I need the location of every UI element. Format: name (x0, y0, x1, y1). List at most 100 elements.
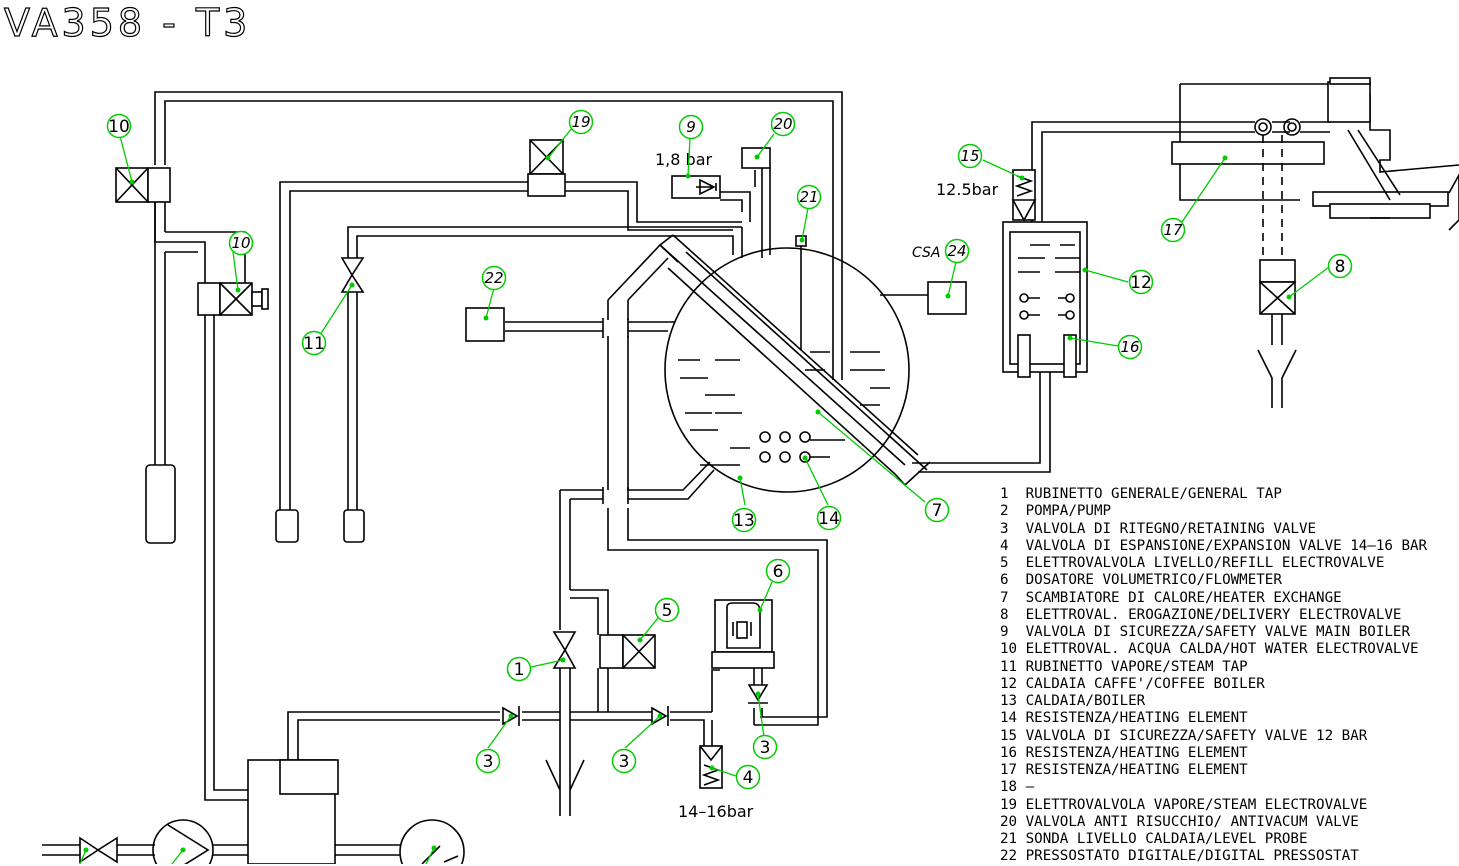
svg-text:8: 8 (1335, 257, 1346, 277)
svg-text:3: 3 (483, 752, 494, 772)
svg-text:5: 5 (662, 601, 673, 621)
legend-item: 19 ELETTROVALVOLA VAPORE/STEAM ELECTROVA… (1000, 796, 1368, 813)
legend-item: 21 SONDA LIVELLO CALDAIA/LEVEL PROBE (1000, 831, 1308, 847)
svg-text:16: 16 (1120, 338, 1139, 356)
badge-1: 1 (506, 656, 532, 682)
legend-item: 22 PRESSOSTATO DIGITALE/DIGITAL PRESSOST… (1000, 848, 1359, 865)
badge-13: 13 (731, 507, 757, 533)
svg-text:17: 17 (1163, 221, 1183, 239)
svg-text:1: 1 (514, 660, 525, 680)
coffee-boiler (1002, 221, 1088, 378)
legend-item: 11 RUBINETTO VAPORE/STEAM TAP (1000, 658, 1248, 675)
legend-item: 4 VALVOLA DI ESPANSIONE/EXPANSION VALVE … (1000, 537, 1428, 554)
svg-text:22: 22 (484, 269, 503, 287)
flowmeter (711, 599, 775, 669)
refill-electrovalve (599, 634, 656, 669)
legend-item: 12 CALDAIA CAFFE'/COFFEE BOILER (1000, 675, 1265, 692)
safety-valve-main-boiler (671, 175, 721, 199)
group-head (1171, 77, 1459, 260)
svg-text:13: 13 (733, 511, 755, 531)
safety-valve-coffee (1011, 169, 1037, 222)
badge-7: 7 (924, 497, 950, 523)
legend-item: 3 VALVOLA DI RITEGNO/RETAINING VALVE (1000, 520, 1317, 537)
svg-text:11: 11 (303, 334, 325, 354)
legend-item: 18 – (1000, 779, 1035, 796)
heat-exchanger (659, 234, 931, 487)
legend-item: 14 RESISTENZA/HEATING ELEMENT (1000, 710, 1248, 727)
steam-electrovalve (527, 139, 566, 197)
svg-text:24: 24 (947, 242, 966, 260)
csa-box (927, 281, 967, 315)
badge-15: 15 (957, 143, 983, 169)
legend-item: 17 RESISTENZA/HEATING ELEMENT (1000, 762, 1248, 778)
badge-3-left: 3 (475, 748, 501, 774)
legend-item: 6 DOSATORE VOLUMETRICO/FLOWMETER (1000, 572, 1282, 589)
badge-22: 22 (481, 265, 507, 291)
legend-item: 16 RESISTENZA/HEATING ELEMENT (1000, 744, 1248, 761)
pump-group (79, 759, 465, 864)
svg-text:12: 12 (1130, 273, 1152, 293)
badge-24: 24 (944, 238, 970, 264)
legend-item: 8 ELETTROVAL. EROGAZIONE/DELIVERY ELECTR… (1000, 606, 1402, 623)
safety-valve-pressure-label: 1,8 bar (655, 150, 712, 169)
badge-9: 9 (678, 114, 704, 140)
leader-lines (79, 127, 1330, 864)
badge-12: 12 (1128, 269, 1154, 295)
hot-water-valve-second (197, 282, 269, 316)
legend-item: 2 POMPA/PUMP (1000, 503, 1112, 520)
svg-text:19: 19 (571, 113, 590, 131)
svg-text:10: 10 (231, 234, 250, 252)
badge-19: 19 (568, 109, 594, 135)
badge-3-right: 3 (752, 734, 778, 760)
badge-16: 16 (1117, 334, 1143, 360)
coffee-safety-pressure-label: 12.5bar (936, 180, 999, 199)
badge-21: 21 (796, 184, 822, 210)
legend-item: 7 SCAMBIATORE DI CALORE/HEATER EXCHANGE (1000, 589, 1342, 606)
badge-10-second: 10 (228, 230, 254, 256)
svg-text:21: 21 (799, 188, 818, 206)
svg-text:7: 7 (932, 501, 943, 521)
legend-item: 10 ELETTROVAL. ACQUA CALDA/HOT WATER ELE… (1000, 641, 1419, 658)
drain-funnels (545, 349, 1297, 816)
legend-item: 5 ELETTROVALVOLA LIVELLO/REFILL ELECTROV… (1000, 555, 1385, 571)
svg-text:9: 9 (686, 118, 696, 136)
badge-11: 11 (301, 330, 327, 356)
legend-item: 13 CALDAIA/BOILER (1000, 693, 1146, 709)
svg-text:14: 14 (818, 509, 840, 529)
badge-14: 14 (816, 505, 842, 531)
svg-text:15: 15 (960, 147, 979, 165)
badge-17: 17 (1160, 217, 1186, 243)
badge-8: 8 (1327, 253, 1353, 279)
water-tanks (145, 464, 365, 544)
csa-label: CSA (912, 245, 941, 261)
check-valves (502, 684, 769, 726)
delivery-electrovalve (1259, 259, 1296, 345)
badge-3-middle: 3 (611, 748, 637, 774)
expansion-valve-pressure-label: 14–16bar (678, 802, 754, 821)
main-boiler (664, 247, 910, 493)
svg-text:10: 10 (108, 117, 130, 137)
heating-element-main (759, 431, 830, 463)
digital-pressostat (465, 307, 505, 342)
general-tap (552, 631, 577, 669)
level-probe (795, 235, 807, 350)
badge-6: 6 (765, 558, 791, 584)
legend-item: 15 VALVOLA DI SICUREZZA/SAFETY VALVE 12 … (1000, 727, 1368, 744)
svg-text:4: 4 (743, 768, 754, 788)
legend-item: 9 VALVOLA DI SICUREZZA/SAFETY VALVE MAIN… (1000, 624, 1410, 640)
svg-text:20: 20 (773, 115, 792, 133)
steam-tap (340, 257, 365, 293)
hot-water-valve-top (115, 167, 171, 203)
svg-text:3: 3 (760, 738, 771, 758)
badge-10-top: 10 (106, 113, 132, 139)
legend-item: 20 VALVOLA ANTI RISUCCHIO/ ANTIVACUM VAL… (1000, 813, 1359, 830)
svg-text:3: 3 (619, 752, 630, 772)
badge-4: 4 (735, 764, 761, 790)
svg-text:6: 6 (773, 562, 784, 582)
legend-item: 1 RUBINETTO GENERALE/GENERAL TAP (1000, 486, 1282, 502)
badge-5: 5 (654, 597, 680, 623)
badge-20: 20 (770, 111, 796, 137)
diagram-title: VA358 - T3 (4, 1, 251, 45)
